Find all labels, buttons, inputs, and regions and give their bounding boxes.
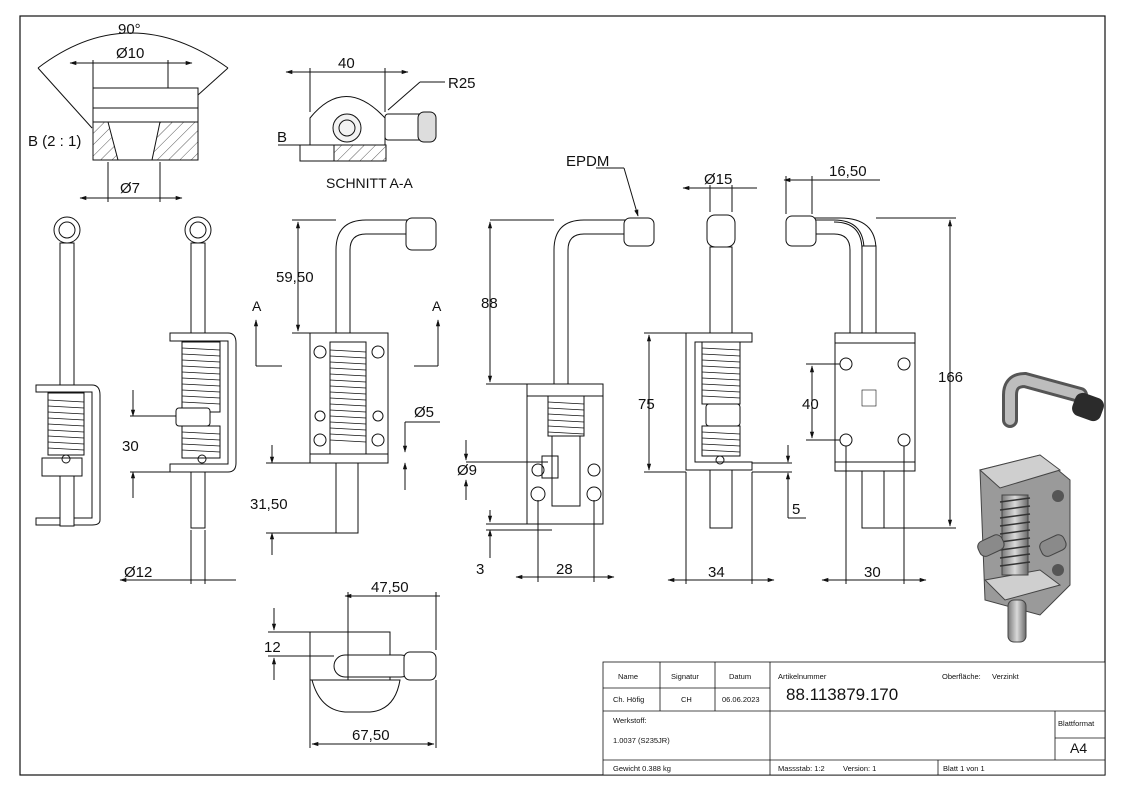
dim-w28: 28 — [556, 561, 573, 578]
tb-signature: CH — [681, 695, 692, 704]
side-view-left — [35, 216, 101, 527]
tb-sheet-format: A4 — [1070, 740, 1087, 756]
sheet-border — [19, 15, 1106, 776]
tb-surface-label: Oberfläche: — [942, 672, 981, 681]
back-view — [783, 176, 956, 584]
section-marker-right: A — [432, 298, 442, 314]
dim-w34: 34 — [708, 564, 725, 581]
rear-view — [463, 167, 655, 582]
dim-h31-50: 31,50 — [250, 496, 288, 513]
tb-sheet: Blatt 1 von 1 — [943, 764, 985, 773]
tb-material-value: 1.0037 (S235JR) — [613, 736, 670, 745]
dim-d9: Ø9 — [457, 462, 477, 479]
dim-d15: Ø15 — [704, 171, 732, 188]
tb-date: 06.06.2023 — [722, 695, 760, 704]
dim-h5: 5 — [792, 501, 800, 518]
dim-h3: 3 — [476, 561, 484, 578]
side-view-right — [644, 185, 806, 584]
tb-weight: Gewicht 0.388 kg — [613, 764, 671, 773]
section-marker-left: A — [252, 298, 262, 314]
detail-b-label: B (2 : 1) — [28, 133, 81, 150]
isometric-render — [977, 371, 1104, 643]
dim-w40-top: 40 — [338, 55, 355, 72]
tb-name-header: Name — [618, 672, 638, 681]
dim-d7: Ø7 — [120, 180, 140, 197]
dim-h12: 12 — [264, 639, 281, 656]
tb-version: Version: 1 — [843, 764, 876, 773]
dim-d10: Ø10 — [116, 45, 144, 62]
material-note-epdm: EPDM — [566, 153, 609, 170]
dim-w30: 30 — [864, 564, 881, 581]
dim-d5: Ø5 — [414, 404, 434, 421]
dim-angle: 90° — [118, 21, 141, 38]
dim-h88: 88 — [481, 295, 498, 312]
section-view-a-a — [278, 68, 445, 162]
tb-article-label: Artikelnummer — [778, 672, 827, 681]
dim-h75: 75 — [638, 396, 655, 413]
tb-sheet-format-label: Blattformat — [1058, 719, 1095, 728]
tb-signature-header: Signatur — [671, 672, 699, 681]
dim-w47-50: 47,50 — [371, 579, 409, 596]
detail-view-b — [37, 32, 229, 202]
dim-h30: 30 — [122, 438, 139, 455]
detail-marker-b: B — [277, 129, 287, 146]
section-label: SCHNITT A-A — [326, 175, 414, 191]
tb-scale: Massstab: 1:2 — [778, 764, 825, 773]
tb-article-number: 88.113879.170 — [786, 685, 898, 704]
side-view-spring — [119, 216, 237, 584]
title-block — [602, 661, 1106, 776]
top-view — [268, 592, 440, 748]
dim-h59-50: 59,50 — [276, 269, 314, 286]
dim-r25: R25 — [448, 75, 476, 92]
dim-w67-50: 67,50 — [352, 727, 390, 744]
dim-w16-50: 16,50 — [829, 163, 867, 180]
front-view — [253, 217, 441, 555]
dim-h40: 40 — [802, 396, 819, 413]
tb-name: Ch. Höfig — [613, 695, 644, 704]
tb-surface-value: Verzinkt — [992, 672, 1020, 681]
tb-material-label: Werkstoff: — [613, 716, 646, 725]
tb-date-header: Datum — [729, 672, 751, 681]
dim-h166: 166 — [938, 369, 963, 386]
dim-d12: Ø12 — [124, 564, 152, 581]
